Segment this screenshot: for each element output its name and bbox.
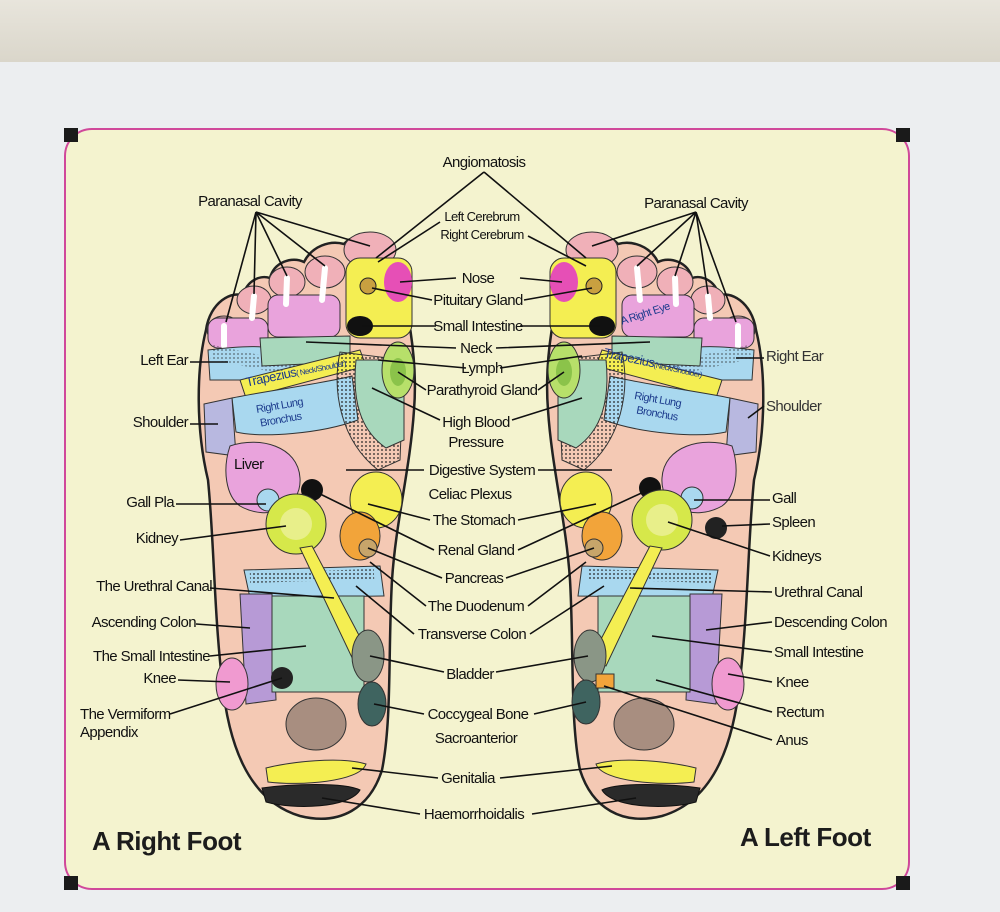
label-angiomatosis: Angiomatosis: [442, 154, 526, 171]
label-genitalia: Genitalia: [441, 770, 495, 787]
label-pressure: Pressure: [448, 434, 504, 451]
label-kidneys: Kidneys: [772, 548, 822, 565]
label-pancreas: Pancreas: [444, 570, 504, 587]
label-the-vermiform: The Vermiform: [80, 706, 171, 723]
leader-lines: [169, 171, 773, 815]
chart-corner-tr: [896, 128, 910, 142]
title-right-foot: A Right Foot: [92, 826, 241, 856]
label-bladder: Bladder: [446, 666, 494, 683]
label-gall: Gall: [772, 490, 797, 507]
left-foot: [545, 231, 765, 820]
label-urethral-canal: Urethral Canal: [774, 584, 863, 601]
label-knee-left: Knee: [143, 670, 176, 687]
label-nose: Nose: [461, 270, 495, 287]
label-haemorrhoidalis: Haemorrhoidalis: [423, 806, 525, 823]
label-paranasal-cavity-right: Paranasal Cavity: [644, 195, 748, 212]
label-parathyroid-gland: Parathyroid Gland: [426, 382, 538, 399]
label-small-intestine-right: Small Intestine: [774, 644, 864, 661]
label-kidney: Kidney: [135, 530, 179, 547]
label-transverse-colon: Transverse Colon: [417, 626, 527, 643]
chart-corner-bl: [64, 876, 78, 890]
reflexology-chart: [64, 128, 910, 890]
chart-corner-tl: [64, 128, 78, 142]
label-left-cerebrum: Left Cerebrum: [444, 209, 520, 224]
label-left-ear: Left Ear: [140, 352, 188, 369]
label-celiac-plexus: Celiac Plexus: [428, 486, 512, 503]
label-high-blood: High Blood: [442, 414, 510, 431]
right-foot: [197, 231, 417, 820]
label-right-cerebrum: Right Cerebrum: [440, 227, 524, 242]
label-the-small-intestine-left: The Small Intestine: [93, 648, 211, 665]
label-rectum: Rectum: [776, 704, 825, 721]
label-ascending-colon: Ascending Colon: [91, 614, 197, 631]
chart-corner-br: [896, 876, 910, 890]
title-left-foot: A Left Foot: [740, 822, 871, 852]
label-spleen: Spleen: [772, 514, 816, 531]
label-renal-gland: Renal Gland: [437, 542, 515, 559]
label-shoulder-left: Shoulder: [132, 414, 189, 431]
label-knee-right: Knee: [776, 674, 809, 691]
label-descending-colon: Descending Colon: [774, 614, 888, 631]
label-right-ear: Right Ear: [766, 348, 824, 365]
label-neck: Neck: [460, 340, 492, 357]
label-coccygeal-bone: Coccygeal Bone: [427, 706, 529, 723]
label-digestive-system: Digestive System: [428, 462, 536, 479]
label-appendix: Appendix: [80, 724, 138, 741]
label-gall-pla: Gall Pla: [126, 494, 174, 511]
label-the-stomach: The Stomach: [432, 512, 516, 529]
label-small-intestine-top: Small Intestine: [433, 318, 523, 335]
label-liver: Liver: [234, 456, 264, 473]
label-anus: Anus: [776, 732, 808, 749]
label-shoulder-right: Shoulder: [766, 398, 822, 415]
label-the-duodenum: The Duodenum: [427, 598, 525, 615]
label-lymph: Lymph: [461, 360, 503, 377]
background-wall: [0, 0, 1000, 70]
label-sacroanterior: Sacroanterior: [434, 730, 518, 747]
label-pituitary-gland: Pituitary Gland: [433, 292, 523, 309]
label-paranasal-cavity-left: Paranasal Cavity: [198, 193, 302, 210]
label-the-urethral-canal: The Urethral Canal: [96, 578, 213, 595]
